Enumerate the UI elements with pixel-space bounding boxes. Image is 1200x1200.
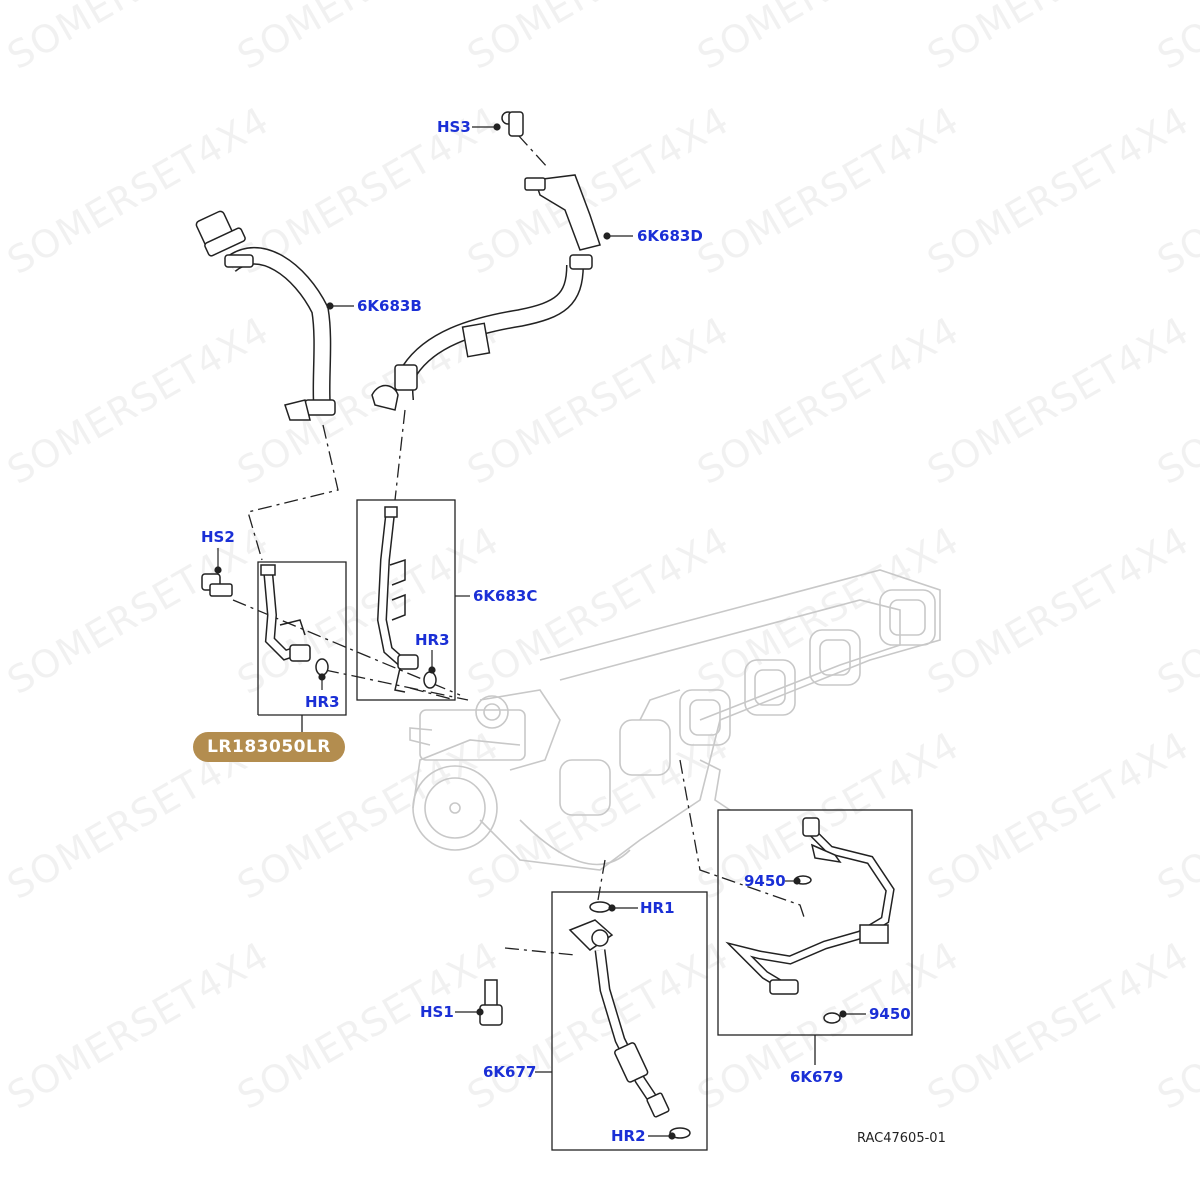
pipe-6k677 [479, 901, 691, 1139]
label-6k677: 6K677 [483, 1063, 537, 1081]
label-leaders [214, 123, 866, 1140]
label-6k683b: 6K683B [357, 297, 422, 315]
leader-lines [232, 134, 806, 956]
pipe-6k683c [376, 506, 437, 693]
pipe-6k679 [725, 817, 895, 1024]
part-number-badge[interactable]: LR183050LR [193, 732, 345, 762]
label-6k679: 6K679 [790, 1068, 844, 1086]
label-9450-top: 9450 [744, 872, 786, 890]
label-hs1: HS1 [420, 1003, 454, 1021]
label-hr3-left: HR3 [305, 693, 340, 711]
label-hr3-right: HR3 [415, 631, 450, 649]
hose-6k683d [371, 111, 601, 411]
group-boxes [257, 499, 913, 1151]
label-hr1: HR1 [640, 899, 675, 917]
pipe-lr183050lr [201, 564, 329, 676]
hose-6k683b [195, 210, 336, 421]
engine-manifold-ghost [409, 569, 941, 871]
diagram-reference: RAC47605-01 [857, 1131, 946, 1146]
label-hs3: HS3 [437, 118, 471, 136]
label-hs2: HS2 [201, 528, 235, 546]
label-6k683d: 6K683D [637, 227, 703, 245]
label-9450-bottom: 9450 [869, 1005, 911, 1023]
label-6k683c: 6K683C [473, 587, 538, 605]
label-hr2: HR2 [611, 1127, 646, 1145]
